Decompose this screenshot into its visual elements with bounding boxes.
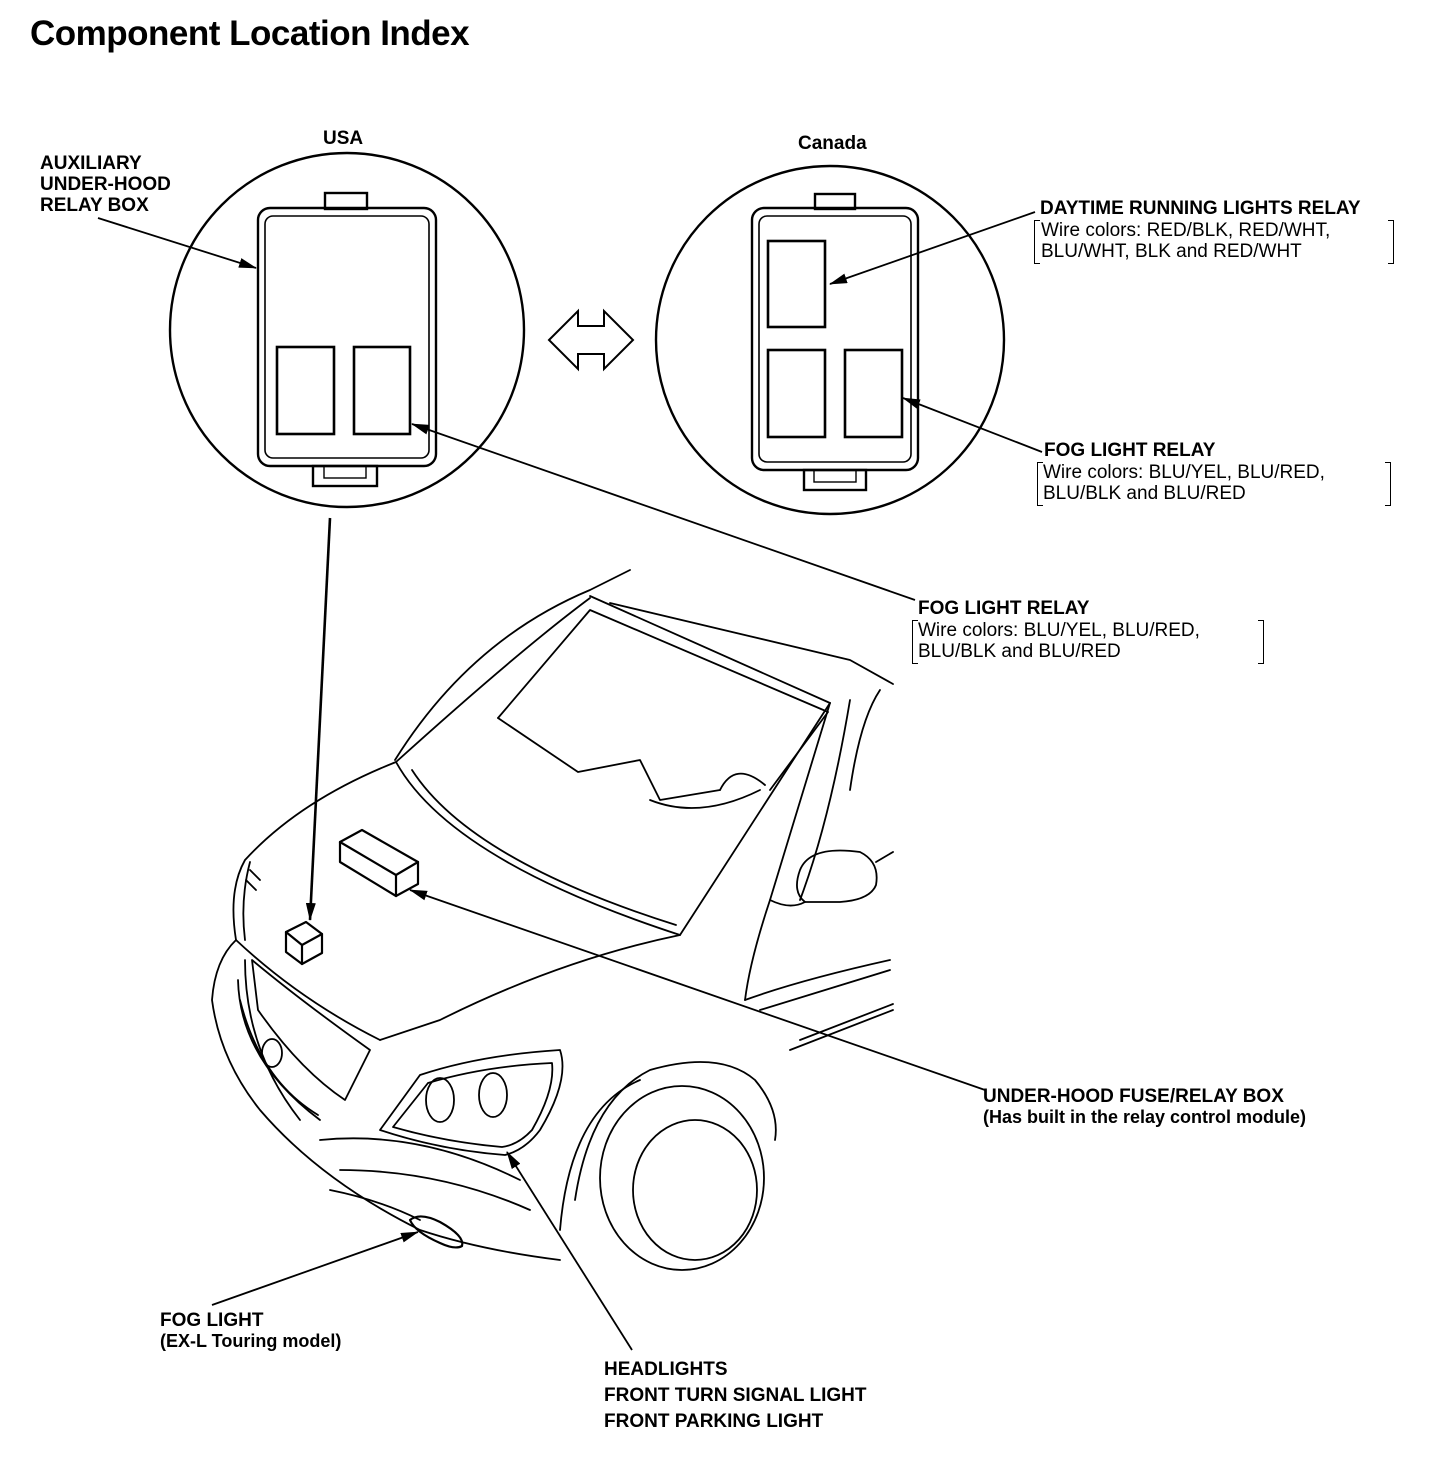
canada-view-label: Canada [798,133,867,154]
aux-label-line: AUXILIARY [40,153,142,174]
fog-relay-canada-label: FOG LIGHT RELAY [1044,440,1216,461]
wire-colors-line: Wire colors: BLU/YEL, BLU/RED, [918,620,1200,641]
fog-relay-usa-wire-colors: Wire colors: BLU/YEL, BLU/RED, BLU/BLK a… [918,620,1200,662]
fuse-box-note: (Has built in the relay control module) [983,1107,1307,1127]
wire-colors-line: Wire colors: RED/BLK, RED/WHT, [1041,220,1331,241]
drl-wire-colors: Wire colors: RED/BLK, RED/WHT, BLU/WHT, … [1041,220,1330,262]
headlights-line: HEADLIGHTS [604,1359,728,1380]
wire-colors-line: Wire colors: BLU/YEL, BLU/RED, [1043,462,1325,483]
fuse-box-label: UNDER-HOOD FUSE/RELAY BOX (Has built in … [983,1086,1306,1128]
fuse-box-name: UNDER-HOOD FUSE/RELAY BOX [983,1086,1284,1107]
bracket-right [1258,620,1264,664]
fog-light-note: (EX-L Touring model) [160,1331,342,1351]
fog-relay-usa-label: FOG LIGHT RELAY [918,598,1090,619]
drl-relay-label: DAYTIME RUNNING LIGHTS RELAY [1040,198,1361,219]
usa-detail-circle [168,151,526,509]
aux-label-line: UNDER-HOOD [40,174,171,195]
headlights-line: FRONT PARKING LIGHT [604,1411,824,1432]
aux-relay-box-label: AUXILIARY UNDER-HOOD RELAY BOX [40,153,171,216]
double-arrow-icon [547,308,635,372]
bracket-left [1034,220,1040,264]
aux-label-line: RELAY BOX [40,195,149,216]
bracket-left [1037,462,1043,506]
canada-detail-circle [654,164,1006,516]
fog-light-label: FOG LIGHT (EX-L Touring model) [160,1310,341,1352]
page-title: Component Location Index [30,14,470,53]
fog-light-name: FOG LIGHT [160,1310,264,1331]
vehicle-illustration [211,569,894,1271]
fog-relay-canada-wire-colors: Wire colors: BLU/YEL, BLU/RED, BLU/BLK a… [1043,462,1325,504]
wire-colors-line: BLU/WHT, BLK and RED/WHT [1041,241,1302,262]
bracket-left [912,620,918,664]
headlights-line: FRONT TURN SIGNAL LIGHT [604,1385,867,1406]
leader-lines [97,211,1043,1351]
bracket-right [1388,220,1394,264]
headlights-label: HEADLIGHTS FRONT TURN SIGNAL LIGHT FRONT… [604,1357,866,1435]
wire-colors-line: BLU/BLK and BLU/RED [1043,483,1246,504]
bracket-right [1385,462,1391,506]
usa-view-label: USA [323,128,364,149]
wire-colors-line: BLU/BLK and BLU/RED [918,641,1121,662]
